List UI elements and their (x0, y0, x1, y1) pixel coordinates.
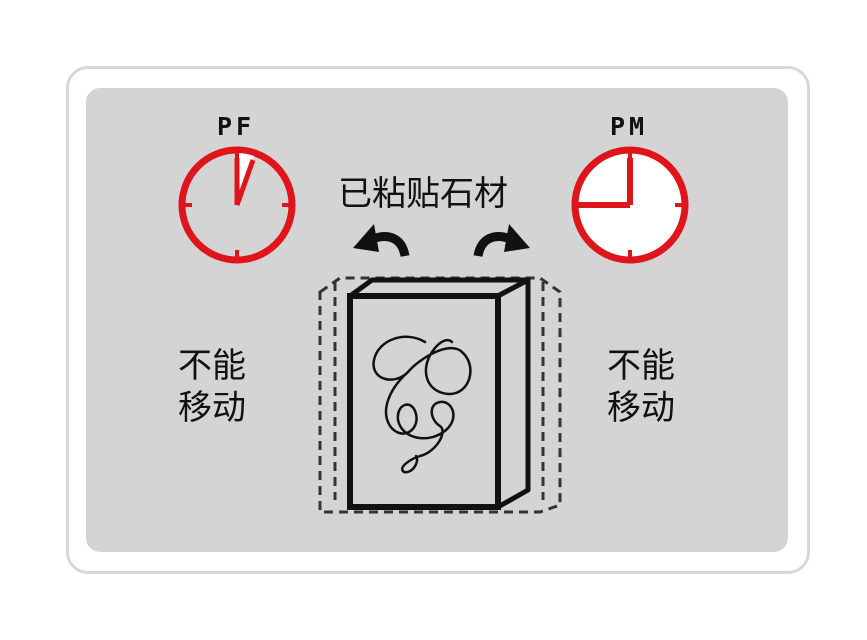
right-note: 不能 移动 (607, 345, 675, 429)
right-note-line-1: 不能 (607, 346, 675, 386)
diagram-title: 已粘贴石材 (338, 174, 508, 214)
right-clock-icon (571, 146, 689, 264)
right-note-line-2: 移动 (607, 388, 675, 428)
left-note: 不能 移动 (178, 345, 246, 429)
left-clock-icon (178, 146, 296, 264)
right-clock-label: PM (610, 112, 649, 141)
left-note-line-2: 移动 (178, 388, 246, 428)
stone-block-icon (347, 277, 531, 510)
rotate-right-arrow-icon (473, 224, 530, 258)
left-clock-label: PF (217, 112, 256, 141)
movement-dashed-outline (318, 276, 562, 514)
rotate-left-arrow-icon (353, 224, 410, 258)
left-note-line-1: 不能 (178, 346, 246, 386)
